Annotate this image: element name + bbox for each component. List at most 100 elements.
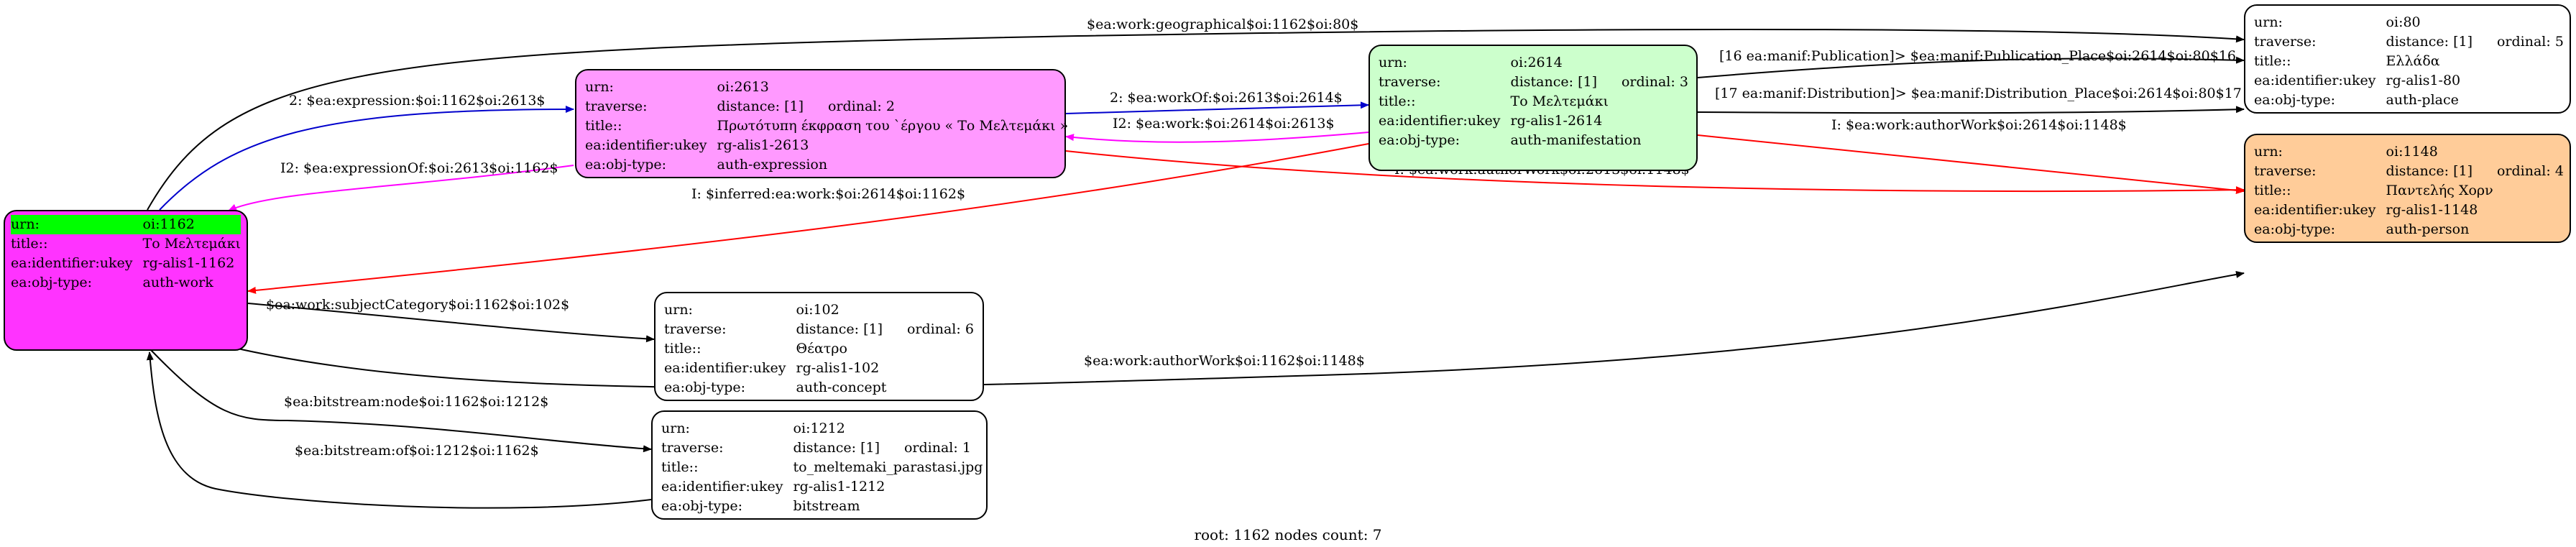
ukey-label: ea:identifier:ukey: [2254, 73, 2376, 88]
edge-bitstream-node: [150, 349, 652, 453]
objtype-label: ea:obj-type:: [661, 498, 743, 514]
edge-label-work-rev: I2: $ea:work:$oi:2614$oi:2613$: [1113, 116, 1335, 132]
edge-expression: [159, 106, 574, 211]
edge-label-author-work-2614: I: $ea:work:authorWork$oi:2614$oi:1148$: [1831, 117, 2127, 133]
ukey-value: rg-alis1-1162: [142, 255, 235, 271]
ukey-label: ea:identifier:ukey: [11, 255, 133, 271]
ukey-label: ea:identifier:ukey: [661, 479, 783, 495]
edge-work-of: [1065, 101, 1369, 114]
title-label: title::: [2254, 53, 2291, 69]
title-label: title::: [11, 236, 48, 252]
node-oi-2614[interactable]: urn:oi:2614 traverse:distance: [1]ordina…: [1368, 45, 1698, 171]
traverse-label: traverse:: [664, 321, 727, 337]
distance-value: distance: [1]: [1510, 74, 1597, 90]
edge-inferred: [247, 143, 1369, 294]
title-value: Το Μελτεμάκι: [1510, 93, 1609, 109]
edge-publication-place: [1697, 56, 2245, 78]
traverse-label: traverse:: [1379, 74, 1441, 90]
ordinal-value: ordinal: 4: [2496, 163, 2564, 179]
objtype-value: auth-concept: [796, 380, 887, 395]
edge-distribution-place: [1697, 106, 2245, 114]
traverse-label: traverse:: [585, 98, 648, 114]
node-oi-1162[interactable]: urn: oi:1162 title::Το Μελτεμάκι ea:iden…: [4, 210, 248, 351]
title-value: Θέατρο: [796, 341, 847, 357]
title-value: Το Μελτεμάκι: [142, 236, 241, 252]
edge-geographical: [147, 28, 2245, 211]
edge-label-inferred: I: $inferred:ea:work:$oi:2614$oi:1162$: [691, 186, 965, 202]
node-oi-1212[interactable]: urn:oi:1212 traverse:distance: [1]ordina…: [651, 410, 988, 520]
objtype-label: ea:obj-type:: [1379, 132, 1460, 148]
node-oi-2613[interactable]: urn: oi:2613 traverse: distance: [1] ordina…: [575, 69, 1069, 178]
title-value: Πρωτότυπη έκφραση του `έργου « Το Μελτεμ…: [717, 118, 1069, 134]
urn-value: oi:102: [796, 302, 840, 318]
urn-label: urn:: [664, 302, 693, 318]
edge-bitstream-of: [146, 351, 652, 509]
urn-value: oi:1162: [142, 215, 241, 234]
edge-label-author-work-1162: $ea:work:authorWork$oi:1162$oi:1148$: [1084, 353, 1365, 369]
urn-label: urn:: [1379, 55, 1407, 70]
edge-label-work-of: 2: $ea:workOf:$oi:2613$oi:2614$: [1110, 90, 1343, 106]
edge-subject-category: [247, 303, 655, 343]
ordinal-value: ordinal: 3: [1621, 74, 1688, 90]
objtype-value: auth-manifestation: [1510, 132, 1642, 148]
objtype-value: bitstream: [793, 498, 860, 514]
edge-author-work-2614: [1697, 134, 2245, 194]
distance-value: distance: [1]: [717, 98, 804, 114]
edge-label-subject-category: $ea:work:subjectCategory$oi:1162$oi:102$: [266, 297, 569, 313]
node-oi-1148[interactable]: urn: oi:1148 traverse: distance: [1] ordina…: [2244, 134, 2571, 243]
edge-work-rev: [1065, 132, 1369, 143]
ukey-value: rg-alis1-102: [796, 360, 880, 376]
distance-value: distance: [1]: [2386, 163, 2472, 179]
title-value: Ελλάδα: [2386, 53, 2440, 69]
traverse-label: traverse:: [661, 440, 724, 456]
traverse-label: traverse:: [2254, 34, 2317, 50]
title-label: title::: [1379, 93, 1416, 109]
urn-label: urn:: [2254, 144, 2283, 160]
ukey-value: rg-alis1-1148: [2386, 202, 2478, 218]
urn-label: urn:: [585, 79, 614, 95]
objtype-value: auth-place: [2386, 92, 2459, 108]
ukey-label: ea:identifier:ukey: [664, 360, 786, 376]
ukey-value: rg-alis1-1212: [793, 479, 886, 495]
edge-label-bitstream-node: $ea:bitstream:node$oi:1162$oi:1212$: [284, 394, 548, 410]
edge-label-geographical: $ea:work:geographical$oi:1162$oi:80$: [1087, 17, 1358, 32]
edge-label-bitstream-of: $ea:bitstream:of$oi:1212$oi:1162$: [295, 443, 539, 459]
ordinal-value: ordinal: 6: [906, 321, 974, 337]
objtype-label: ea:obj-type:: [11, 275, 93, 290]
edge-author-work-1162: [193, 270, 2245, 389]
edge-expression-of: [228, 165, 574, 211]
title-label: title::: [585, 118, 622, 134]
distance-value: distance: [1]: [796, 321, 883, 337]
traverse-label: traverse:: [2254, 163, 2317, 179]
urn-label: urn:: [661, 420, 690, 436]
ukey-value: rg-alis1-80: [2386, 73, 2461, 88]
title-label: title::: [2254, 183, 2291, 198]
node-oi-102[interactable]: urn: oi:102 traverse: distance: [1] ordinal…: [654, 292, 984, 401]
node-oi-80[interactable]: urn:oi:80 traverse:distance: [1]ordinal:…: [2244, 4, 2571, 114]
distance-value: distance: [1]: [2386, 34, 2472, 50]
urn-row-highlight: urn: oi:1162: [11, 215, 241, 234]
objtype-value: auth-expression: [717, 157, 828, 173]
title-value: to_meltemaki_parastasi.jpg: [793, 459, 983, 475]
ukey-value: rg-alis1-2613: [717, 137, 809, 153]
ordinal-value: ordinal: 2: [827, 98, 895, 114]
urn-value: oi:2613: [717, 79, 769, 95]
ukey-label: ea:identifier:ukey: [585, 137, 707, 153]
urn-label: urn:: [11, 215, 143, 234]
title-label: title::: [664, 341, 702, 357]
edge-label-expression: 2: $ea:expression:$oi:1162$oi:2613$: [289, 93, 546, 109]
ordinal-value: ordinal: 1: [903, 440, 971, 456]
urn-value: oi:1212: [793, 420, 845, 436]
objtype-label: ea:obj-type:: [2254, 92, 2336, 108]
urn-label: urn:: [2254, 14, 2283, 30]
objtype-label: ea:obj-type:: [2254, 221, 2336, 237]
ukey-label: ea:identifier:ukey: [1379, 113, 1501, 129]
title-value: Παντελής Χορν: [2386, 183, 2493, 198]
urn-value: oi:1148: [2386, 144, 2438, 160]
ukey-value: rg-alis1-2614: [1510, 113, 1603, 129]
objtype-value: auth-person: [2386, 221, 2470, 237]
edge-label-publication-place: [16 ea:manif:Publication]> $ea:manif:Pub…: [1719, 48, 2236, 64]
graph-footer: root: 1162 nodes count: 7: [1194, 526, 1382, 543]
urn-value: oi:80: [2386, 14, 2421, 30]
